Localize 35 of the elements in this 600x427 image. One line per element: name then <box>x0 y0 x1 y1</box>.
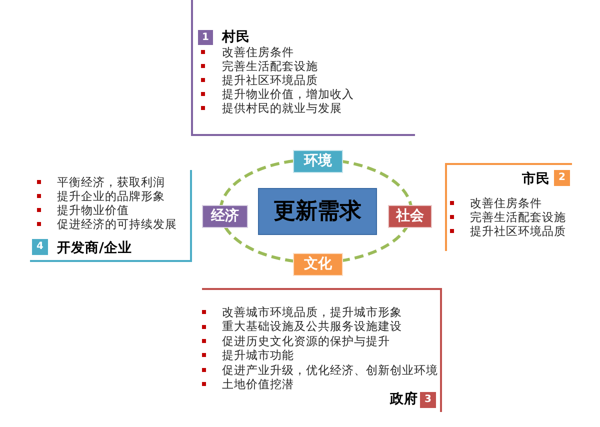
list-item-text: 完善生活配套设施 <box>470 210 566 224</box>
list-item-text: 完善生活配套设施 <box>222 59 318 73</box>
panel-title: 开发商/企业 <box>57 240 132 256</box>
list-item-text: 促进历史文化资源的保护与提升 <box>222 334 390 348</box>
category-tag: 文化 <box>293 253 343 276</box>
list-item-text: 提升城市功能 <box>222 348 294 363</box>
panel-title: 村民 <box>222 29 250 45</box>
list-item-text: 重大基础设施及公共服务设施建设 <box>222 319 402 334</box>
number-badge: 2 <box>554 170 570 186</box>
number-badge: 4 <box>32 239 48 255</box>
list-item-text: 改善住房条件 <box>470 196 542 210</box>
list-item-text: 土地价值挖潜 <box>222 377 294 392</box>
panel-frame <box>191 0 415 136</box>
list-item-text: 平衡经济，获取利润 <box>57 175 165 189</box>
list-item-text: 提升物业价值，增加收入 <box>222 87 354 101</box>
panel-title: 政府 <box>390 391 418 407</box>
list-item-text: 提升社区环境品质 <box>222 73 318 87</box>
list-item-text: 提升社区环境品质 <box>470 224 566 238</box>
list-item-text: 提升企业的品牌形象 <box>57 189 165 203</box>
category-tag: 环境 <box>293 150 343 173</box>
panel-title: 市民 <box>522 171 550 187</box>
topic-box: 更新需求 <box>258 188 377 235</box>
list-item-text: 提升物业价值 <box>57 203 129 217</box>
category-tag: 社会 <box>388 205 432 228</box>
list-item-text: 改善住房条件 <box>222 45 294 59</box>
number-badge: 3 <box>420 392 436 408</box>
list-item-text: 促进产业升级，优化经济、创新创业环境 <box>222 362 438 377</box>
category-tag: 经济 <box>202 205 248 228</box>
panel-frame <box>445 163 572 251</box>
list-item-text: 改善城市环境品质，提升城市形象 <box>222 305 402 320</box>
panel-frame <box>30 170 192 262</box>
number-badge: 1 <box>198 30 213 45</box>
list-item-text: 提供村民的就业与发展 <box>222 101 342 115</box>
panel-frame <box>202 288 442 412</box>
list-item-text: 促进经济的可持续发展 <box>57 217 177 231</box>
